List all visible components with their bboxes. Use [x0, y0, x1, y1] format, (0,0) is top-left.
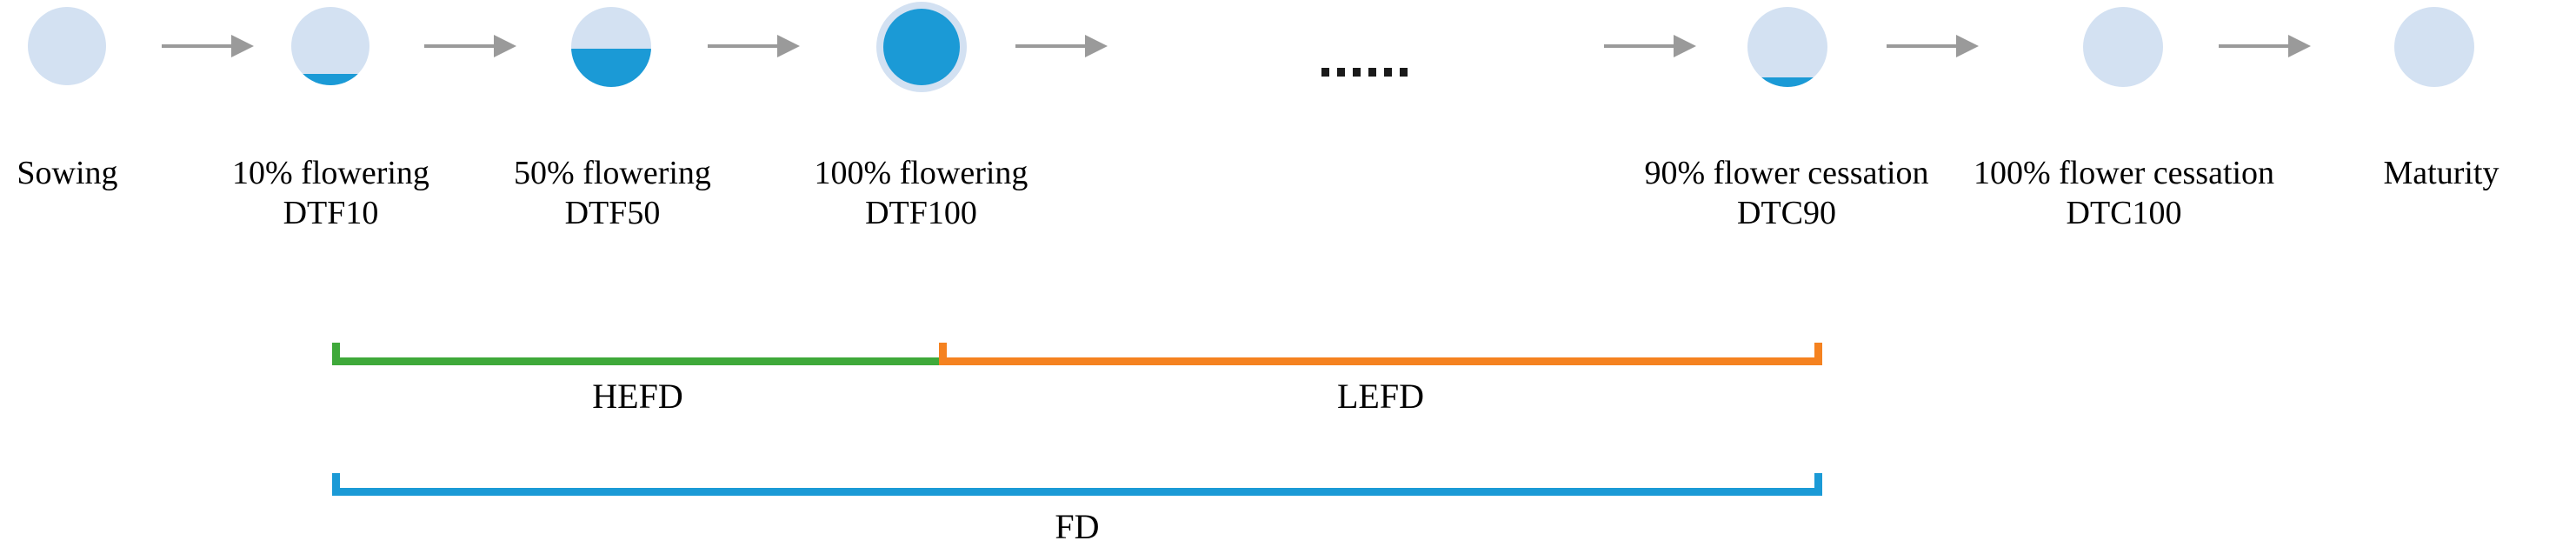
bracket-fd: [332, 473, 1822, 496]
bracket-cap-right: [1814, 473, 1822, 496]
bracket-bar: [332, 357, 943, 365]
stage-label-dtc100: 100% flower cessation DTC100: [1894, 153, 2354, 233]
arrow-right-icon: [1015, 35, 1108, 57]
arrow-right-icon: [2219, 35, 2311, 57]
stage-label-maturity: Maturity: [2320, 153, 2563, 193]
arrow-right-icon: [1604, 35, 1696, 57]
circle-empty-icon: [2083, 7, 2163, 87]
bracket-label-fd: FD: [1055, 507, 1100, 546]
stage-label-dtc90: 90% flower cessation DTC90: [1556, 153, 2017, 233]
stage-code-dtc90: DTC90: [1737, 195, 1836, 231]
bracket-bar: [332, 488, 1822, 496]
bracket-lefd: [939, 343, 1822, 365]
circle-full-fill-icon: [876, 2, 967, 92]
flower-fill: [883, 9, 960, 85]
circle-empty-icon: [2394, 7, 2474, 87]
ellipsis-icon: [1321, 68, 1408, 77]
flower-fill: [291, 74, 369, 85]
stage-name-dtf50: 50% flowering: [514, 155, 711, 191]
stage-name-dtc100: 100% flower cessation: [1973, 155, 2275, 191]
stage-label-dtf50: 50% flowering DTF50: [384, 153, 841, 233]
bracket-cap-left: [332, 343, 340, 365]
stage-label-dtf100: 100% flowering DTF100: [693, 153, 1149, 233]
stage-label-sowing: Sowing: [0, 153, 152, 193]
flower-fill: [571, 48, 651, 87]
arrow-right-icon: [708, 35, 800, 57]
stage-code-dtf100: DTF100: [865, 195, 977, 231]
stage-name-dtf10: 10% flowering: [232, 155, 429, 191]
stage-name-maturity: Maturity: [2383, 155, 2499, 191]
stage-name-dtf100: 100% flowering: [814, 155, 1028, 191]
bracket-label-hefd: HEFD: [592, 377, 683, 416]
circle-empty-icon: [28, 7, 106, 85]
bracket-bar: [939, 357, 1822, 365]
arrow-right-icon: [1887, 35, 1979, 57]
bracket-cap-left: [332, 473, 340, 496]
bracket-hefd: [332, 343, 943, 365]
arrow-right-icon: [162, 35, 254, 57]
flower-fill: [1747, 77, 1827, 87]
stage-label-dtf10: 10% flowering DTF10: [103, 153, 559, 233]
stage-code-dtf10: DTF10: [283, 195, 379, 231]
bracket-cap-left: [939, 343, 947, 365]
stage-name-dtc90: 90% flower cessation: [1644, 155, 1929, 191]
arrow-right-icon: [424, 35, 516, 57]
bracket-cap-right: [1814, 343, 1822, 365]
circle-partial-fill-icon: [1747, 7, 1827, 87]
stage-code-dtf50: DTF50: [564, 195, 661, 231]
circle-partial-fill-icon: [291, 7, 369, 85]
stage-code-dtc100: DTC100: [2066, 195, 2182, 231]
bracket-label-lefd: LEFD: [1337, 377, 1424, 416]
stage-name-sowing: Sowing: [17, 155, 118, 191]
circle-partial-fill-icon: [571, 7, 651, 87]
